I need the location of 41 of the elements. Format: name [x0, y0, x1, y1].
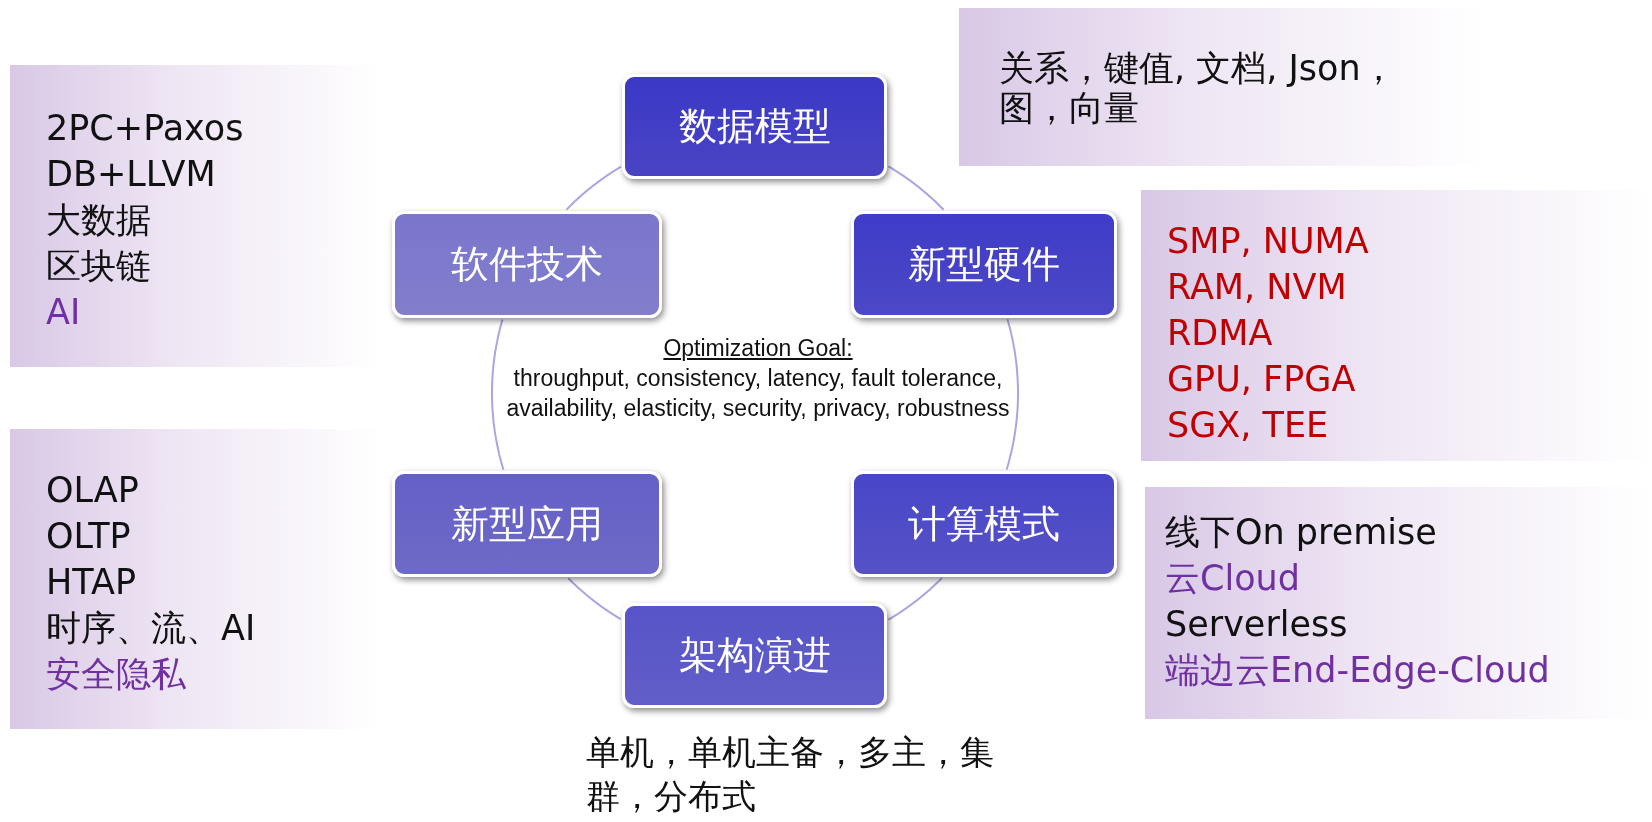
connector-arc [567, 577, 622, 621]
topic-label: 新型硬件 [908, 241, 1060, 288]
list-item: OLAP [46, 469, 140, 512]
goal-text: throughput, consistency, latency, fault tolerance, availability, elasticity, security, privacy, robustness [506, 364, 1010, 423]
topic-box [392, 471, 662, 577]
goal-heading: Optimization Goal: [663, 334, 853, 363]
connector-arc [887, 577, 943, 621]
list-item: 时序、流、AI [46, 607, 257, 650]
list-item: Serverless [1165, 603, 1349, 646]
topic-label: 计算模式 [908, 500, 1060, 548]
list-item: HTAP [46, 561, 138, 604]
list-item: 大数据 [46, 199, 152, 242]
topic-box [851, 471, 1117, 577]
list-item: AI [46, 291, 82, 334]
list-item: RAM, NVM [1167, 266, 1348, 309]
list-item: RDMA [1167, 312, 1274, 355]
topic-box [622, 603, 887, 708]
connector-arc [1005, 318, 1019, 471]
connector-arc [565, 165, 622, 211]
topic-label: 软件技术 [451, 241, 603, 288]
list-item: SMP, NUMA [1167, 220, 1370, 263]
list-item: 云Cloud [1165, 557, 1301, 600]
list-item: 端边云End-Edge-Cloud [1165, 649, 1551, 692]
list-item: 2PC+Paxos [46, 107, 245, 150]
connector-arc [491, 318, 505, 471]
list-item: DB+LLVM [46, 153, 217, 196]
list-item: 安全隐私 [46, 653, 187, 696]
connector-arc [887, 165, 945, 211]
topic-label: 新型应用 [451, 500, 603, 548]
list-item: OLTP [46, 515, 132, 558]
topic-box [622, 74, 887, 179]
topic-box [851, 211, 1117, 318]
topic-box [392, 211, 662, 318]
list-item: 区块链 [46, 245, 152, 288]
topic-label: 数据模型 [678, 103, 831, 150]
list-item: GPU, FPGA [1167, 358, 1357, 401]
topic-label: 架构演进 [678, 632, 831, 679]
list-item: SGX, TEE [1167, 404, 1330, 447]
architecture-note: 单机，单机主备，多主，集群，分布式 [586, 731, 995, 818]
list-item: 线下On premise [1165, 511, 1438, 554]
list-item: 关系，键值, 文档, Json，图，向量 [999, 48, 1397, 128]
